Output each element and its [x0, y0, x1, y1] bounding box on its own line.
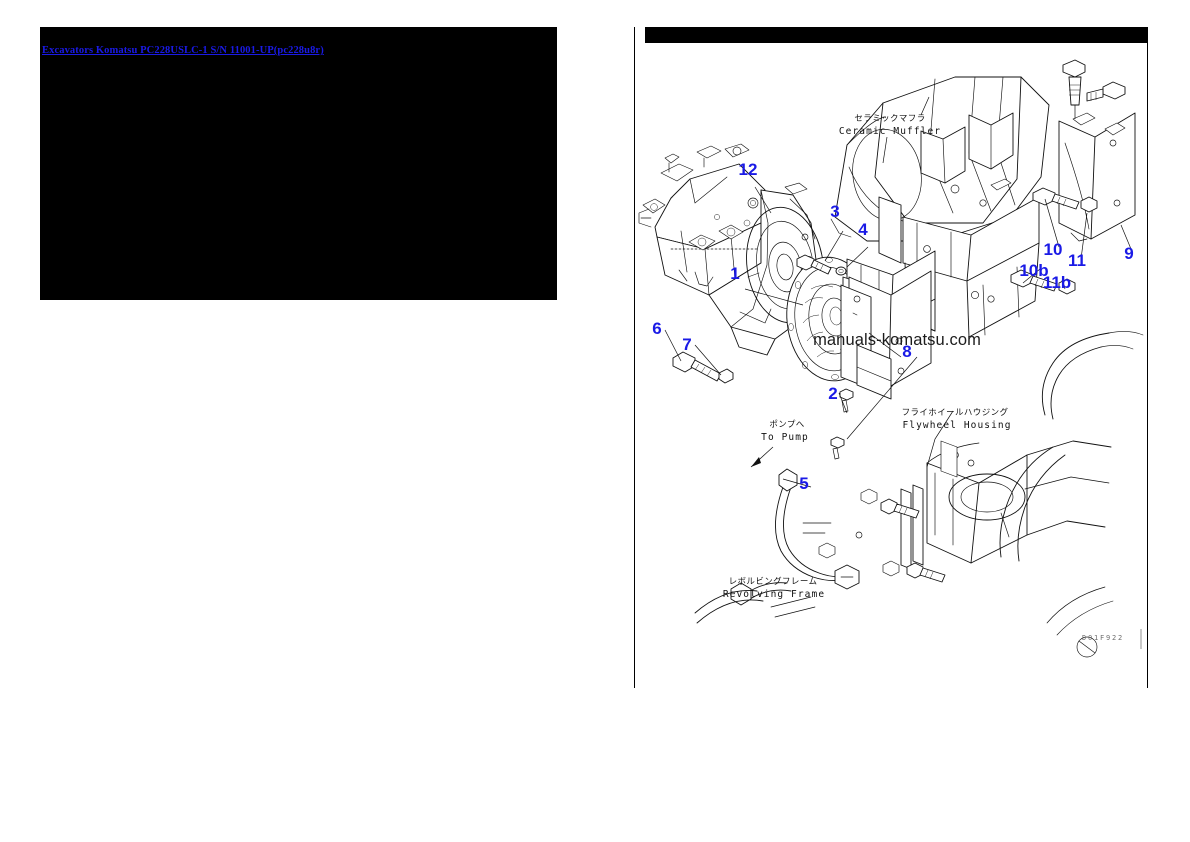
bolt-group-flywheel: [802, 488, 946, 583]
bolt-part-2: [839, 388, 854, 413]
label-to-pump-jp: ポンプへ: [769, 420, 804, 430]
bolt-lower: [830, 436, 845, 460]
bolt-upper-right: [1086, 81, 1126, 102]
document-title-link[interactable]: Excavators Komatsu PC228USLC-1 S/N 11001…: [42, 45, 324, 56]
washer-part-4: [835, 266, 847, 276]
parts-diagram-page: 1 2 3 4 5 6 7 8 9 10 11 10b 11b 12 セラミック…: [634, 27, 1148, 688]
callout-3: 3: [830, 202, 839, 221]
label-flywheel-housing-en: Flywheel Housing: [902, 420, 1011, 431]
callout-11-mid: 11b: [1043, 273, 1071, 292]
callout-9: 9: [1124, 244, 1133, 263]
label-to-pump-en: To Pump: [761, 432, 809, 443]
site-watermark: manuals-komatsu.com: [813, 331, 981, 349]
bolt-part-10-mid: [1010, 269, 1058, 292]
callout-10-mid: 10b: [1019, 261, 1048, 280]
bracket-part-8: [840, 270, 932, 400]
label-revolving-frame-jp: レボルビングフレーム: [729, 576, 818, 587]
callout-10-right: 10: [1044, 240, 1063, 259]
callout-numbers: 1 2 3 4 5 6 7 8 9 10 11 10b 11b 12: [652, 160, 1133, 493]
callout-11-right: 11: [1068, 251, 1086, 270]
flywheel-housing: [900, 440, 1112, 570]
diagram-page-code: D01F922: [1082, 634, 1124, 642]
callout-7: 7: [682, 335, 691, 354]
callout-2: 2: [828, 384, 837, 403]
pin-part-7: [718, 368, 734, 384]
hydraulic-hose-part-5: [694, 446, 860, 624]
leader-lines: [664, 96, 1132, 488]
part-name-labels: セラミックマフラ Ceramic Muffler フライホイールハウジング Fl…: [723, 114, 1011, 600]
document-viewer-panel: Excavators Komatsu PC228USLC-1 S/N 11001…: [40, 27, 557, 300]
diagram-header-bar: [645, 27, 1147, 43]
label-ceramic-muffler-en: Ceramic Muffler: [839, 126, 941, 137]
callout-6: 6: [652, 319, 661, 338]
callout-12: 12: [739, 160, 758, 179]
bolt-part-10-right: [1032, 187, 1080, 210]
bolt-upper-vertical: [1062, 59, 1086, 119]
parts-diagram-illustration: 1 2 3 4 5 6 7 8 9 10 11 10b 11b 12 セラミック…: [635, 27, 1147, 688]
callout-1: 1: [730, 264, 739, 283]
label-ceramic-muffler-jp: セラミックマフラ: [854, 114, 925, 124]
callout-4: 4: [858, 220, 868, 239]
bracket-part-9: [1058, 112, 1136, 242]
label-flywheel-housing-jp: フライホイールハウジング: [902, 407, 1009, 418]
muffler-mount-frame: [878, 112, 1040, 338]
exhaust-pipe: [999, 331, 1144, 658]
bolt-part-6: [672, 351, 722, 382]
callout-5: 5: [799, 474, 808, 493]
nut-part-11-right: [1080, 196, 1098, 213]
bolt-part-3: [796, 254, 832, 275]
label-revolving-frame-en: Revolving Frame: [723, 589, 825, 600]
callout-8: 8: [902, 342, 911, 361]
